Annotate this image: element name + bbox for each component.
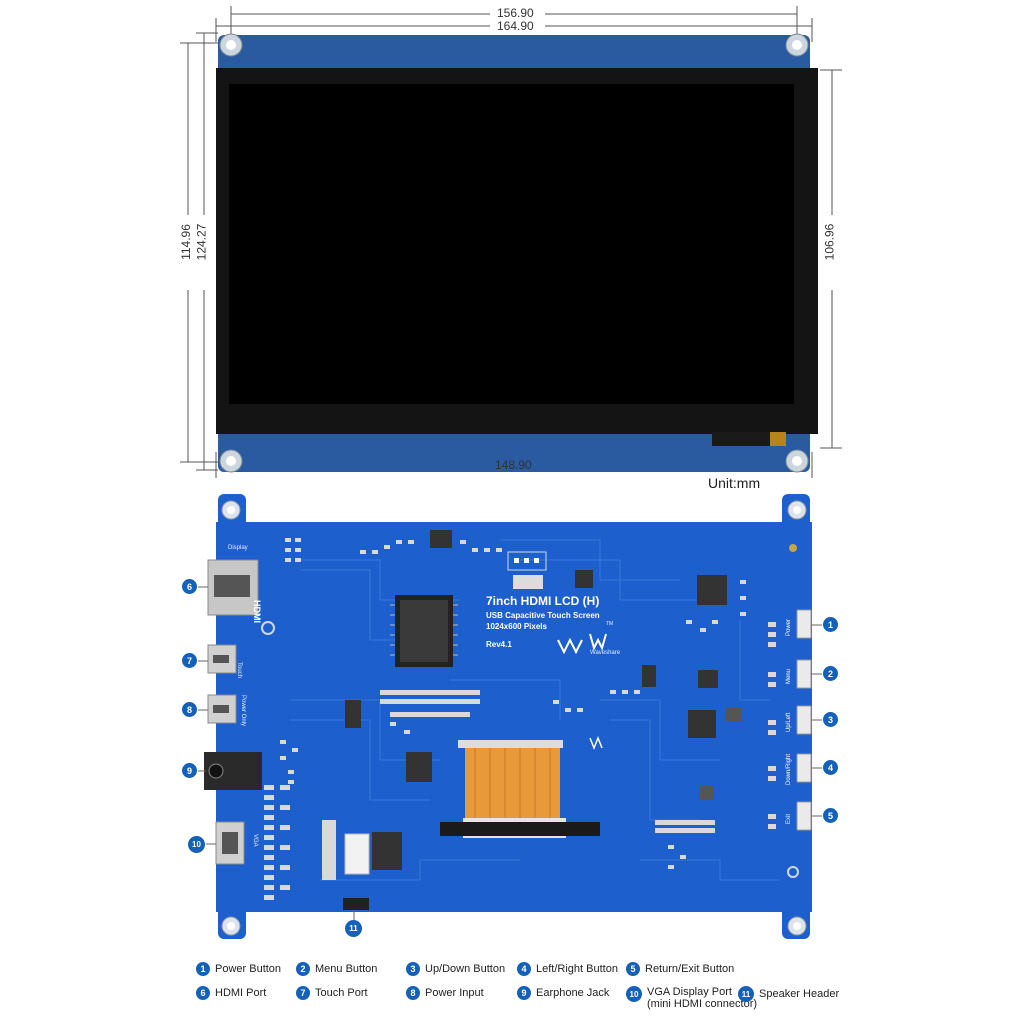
silk-display: Display [228, 545, 248, 551]
legend-item-menu-button: 2 Menu Button [296, 962, 377, 976]
callout-6: 6 [182, 579, 197, 594]
callout-9: 9 [182, 763, 197, 778]
legend-number: 11 [738, 986, 754, 1002]
legend-item-earphone-jack: 9 Earphone Jack [517, 986, 609, 1000]
board-subtitle: USB Capacitive Touch Screen [486, 611, 600, 620]
dim-top-outer: 164.90 [497, 19, 534, 33]
legend-label: Power Button [215, 963, 282, 975]
legend-item-exit-button: 5 Return/Exit Button [626, 962, 734, 976]
waveshare-logo-mark [557, 633, 607, 655]
legend-number: 4 [517, 962, 531, 976]
legend-number: 9 [517, 986, 531, 1000]
board-title: 7inch HDMI LCD (H) [486, 594, 600, 608]
callout-3: 3 [823, 712, 838, 727]
legend-label: Return/Exit Button [645, 963, 735, 975]
callout-1: 1 [823, 617, 838, 632]
legend-label: Earphone Jack [536, 987, 610, 999]
legend-label: Up/Down Button [425, 963, 506, 975]
legend-label: Touch Port [315, 987, 368, 999]
legend-label: VGA Display Port (mini HDMI connector) [647, 986, 757, 1010]
pcb-back-diagram [204, 494, 812, 939]
legend-number: 7 [296, 986, 310, 1000]
legend-label: Left/Right Button [536, 963, 618, 975]
screen [229, 84, 794, 404]
legend-label: Menu Button [315, 963, 378, 975]
legend-label: HDMI Port [215, 987, 267, 999]
legend-item-touch-port: 7 Touch Port [296, 986, 368, 1000]
callout-4: 4 [823, 760, 838, 775]
legend-number: 1 [196, 962, 210, 976]
legend-number: 6 [196, 986, 210, 1000]
legend-label-line2: (mini HDMI connector) [647, 998, 758, 1010]
legend-number: 8 [406, 986, 420, 1000]
legend-number: 2 [296, 962, 310, 976]
legend-label: Power Input [425, 987, 484, 999]
callout-5: 5 [823, 808, 838, 823]
legend-number: 10 [626, 986, 642, 1002]
board-resolution: 1024x600 Pixels [486, 622, 547, 631]
legend-item-power-button: 1 Power Button [196, 962, 281, 976]
legend-item-updown-button: 3 Up/Down Button [406, 962, 505, 976]
legend-number: 3 [406, 962, 420, 976]
dim-bottom: 148.90 [495, 458, 532, 472]
legend-label-line1: VGA Display Port [647, 986, 732, 998]
callout-10: 10 [188, 836, 205, 853]
legend-number: 5 [626, 962, 640, 976]
callout-7: 7 [182, 653, 197, 668]
dim-top-inner: 156.90 [497, 6, 534, 20]
legend-item-speaker-header: 11 Speaker Header [738, 986, 839, 1002]
board-brand: Waveshare [590, 650, 621, 656]
callout-2: 2 [823, 666, 838, 681]
legend-item-power-input: 8 Power Input [406, 986, 484, 1000]
legend-item-leftright-button: 4 Left/Right Button [517, 962, 618, 976]
board-revision: Rev4.1 [486, 640, 512, 649]
unit-label: Unit:mm [708, 475, 761, 491]
board-tm: TM [606, 621, 614, 627]
callout-11: 11 [345, 920, 362, 937]
callout-8: 8 [182, 702, 197, 717]
legend-item-vga-port: 10 VGA Display Port (mini HDMI connector… [626, 986, 757, 1010]
front-view-diagram [180, 6, 842, 478]
legend-label: Speaker Header [759, 988, 840, 1000]
fpc-tail [712, 432, 782, 446]
legend-item-hdmi-port: 6 HDMI Port [196, 986, 266, 1000]
